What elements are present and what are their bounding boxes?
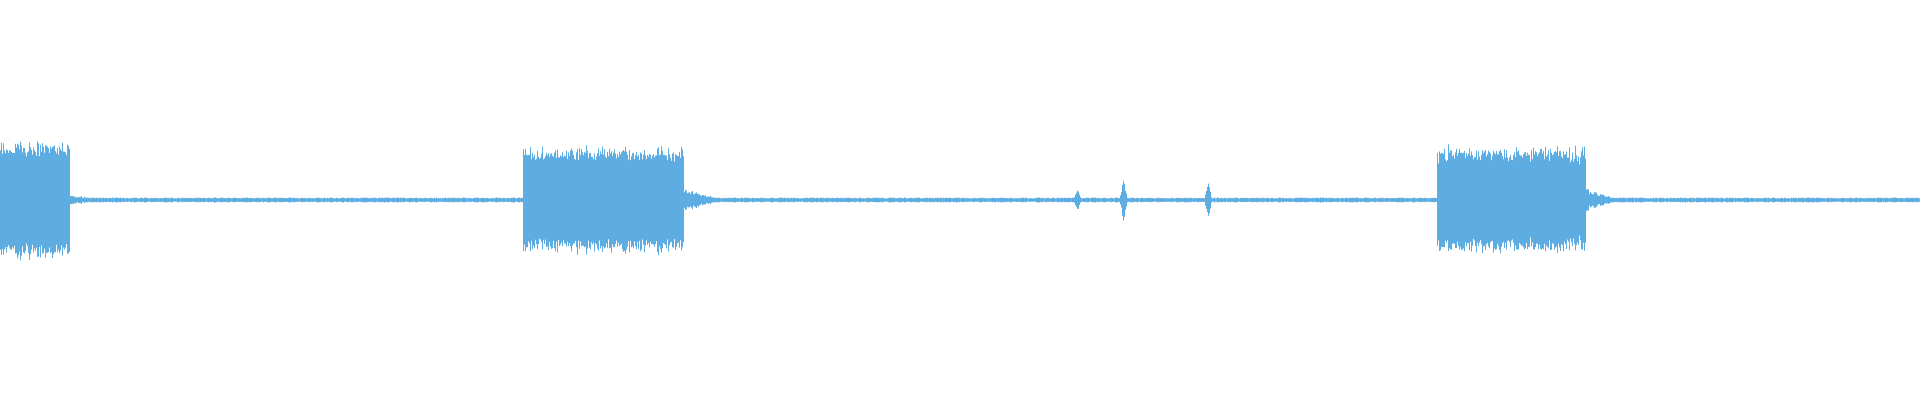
- waveform-trace: [0, 141, 1920, 261]
- waveform-path: [0, 141, 1920, 261]
